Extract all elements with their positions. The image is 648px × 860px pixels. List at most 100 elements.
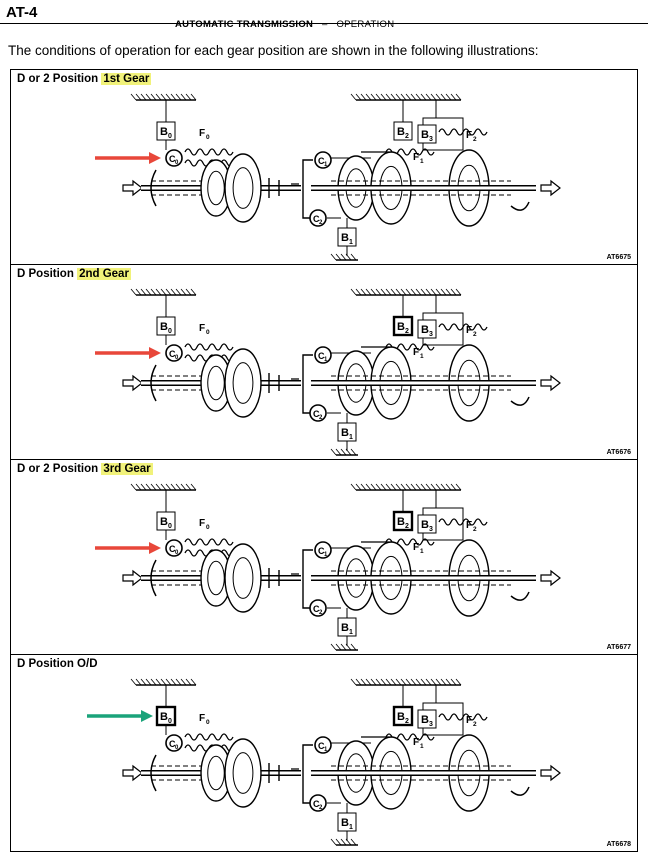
ground-left-hatch — [170, 483, 177, 491]
b2-label: B — [397, 516, 405, 528]
od-planetary-front-inner — [207, 365, 225, 401]
c2-label: C — [313, 214, 320, 224]
ground-right-hatch — [355, 483, 362, 491]
f1-label: F — [413, 347, 419, 358]
ground-right-hatch — [425, 288, 432, 296]
c2-circle — [309, 794, 327, 812]
ground-left-hatch — [160, 288, 167, 296]
ground-right-hatch — [430, 678, 437, 686]
ground-left-hatch — [190, 288, 197, 296]
operation-arrow-head — [149, 542, 161, 554]
ground-left-hatch — [155, 678, 162, 686]
f1-label: F — [413, 737, 419, 748]
ground-left-hatch — [130, 678, 137, 686]
f1-sub: 1 — [420, 743, 424, 750]
ground-right-hatch — [410, 483, 417, 491]
od-planetary-rear-inner — [232, 752, 254, 794]
flow-line — [291, 541, 389, 575]
ground-bottom-hatch — [340, 253, 347, 261]
ground-right-hatch — [430, 483, 437, 491]
b3-sub: 3 — [429, 721, 433, 728]
ground-left-hatch — [185, 678, 192, 686]
ground-left-hatch — [140, 483, 147, 491]
ground-left-hatch — [160, 93, 167, 101]
ground-right-hatch — [455, 678, 462, 686]
c2-sub: 2 — [319, 805, 323, 811]
od-planetary-rear — [224, 153, 262, 223]
rotation-arrow — [510, 201, 530, 211]
c0-label: C — [169, 349, 176, 359]
ground-right-hatch — [405, 93, 412, 101]
ground-right-hatch — [425, 483, 432, 491]
od-planetary-rear — [224, 348, 262, 418]
flow-line — [291, 151, 389, 185]
ground-right-hatch — [440, 93, 447, 101]
c0-label: C — [169, 544, 176, 554]
c0-circle — [165, 539, 183, 557]
b2-sub: 2 — [405, 523, 409, 530]
b3-sub: 3 — [429, 331, 433, 338]
ground-right-hatch — [405, 678, 412, 686]
od-planetary-rear-inner — [232, 557, 254, 599]
ground-right-hatch — [450, 93, 457, 101]
f2-spring — [438, 713, 488, 721]
c1-label: C — [318, 156, 325, 166]
ground-left-hatch — [165, 93, 172, 101]
f1-label: F — [413, 152, 419, 163]
ground-right-hatch — [410, 678, 417, 686]
ground-right-hatch — [410, 93, 417, 101]
figure-code: AT6678 — [606, 841, 631, 848]
ground-left-hatch — [175, 678, 182, 686]
b0-sub: 0 — [168, 133, 172, 140]
c1-sub: 1 — [324, 747, 328, 753]
ground-left-hatch — [130, 288, 137, 296]
c1-circle — [314, 346, 332, 364]
ground-right-hatch — [365, 483, 372, 491]
output-arrow — [540, 179, 561, 197]
ground-bottom-hatch — [335, 253, 342, 261]
panel-title: D or 2 Position 1st Gear — [17, 73, 152, 85]
od-planetary-front-inner — [207, 170, 225, 206]
ground-right-hatch — [380, 678, 387, 686]
ground-right-hatch — [375, 483, 382, 491]
ground-right-hatch — [400, 678, 407, 686]
figure-code: AT6677 — [606, 644, 631, 651]
c0-label: C — [169, 154, 176, 164]
panel-title: D Position O/D — [17, 658, 98, 670]
ground-right-hatch — [360, 678, 367, 686]
c2-label: C — [313, 604, 320, 614]
b0-sub: 0 — [168, 718, 172, 725]
ground-left-hatch — [185, 483, 192, 491]
c0-sub: 0 — [175, 550, 179, 556]
ground-left-hatch — [135, 678, 142, 686]
b3-sub: 3 — [429, 136, 433, 143]
figure-code: AT6675 — [606, 254, 631, 261]
b0-label: B — [160, 711, 168, 723]
f0-sub: 0 — [206, 134, 210, 141]
ground-right-hatch — [455, 483, 462, 491]
subsection-title: OPERATION — [336, 19, 395, 30]
ground-right-hatch — [385, 483, 392, 491]
f0-sub: 0 — [206, 524, 210, 531]
c0-circle — [165, 734, 183, 752]
ground-bottom-hatch — [340, 643, 347, 651]
ground-right-hatch — [425, 678, 432, 686]
c2-sub: 2 — [319, 415, 323, 421]
ground-left-hatch — [130, 483, 137, 491]
ground-bottom-hatch — [330, 643, 337, 651]
od-planetary-front-inner — [207, 755, 225, 791]
b1-sub: 1 — [349, 824, 353, 831]
page-number: AT-4 — [6, 4, 38, 21]
running-header: AUTOMATIC TRANSMISSION – OPERATION — [175, 19, 394, 30]
f2-sub: 2 — [473, 526, 477, 533]
ground-bottom-hatch — [330, 448, 337, 456]
od-planetary-rear — [224, 738, 262, 808]
od-planetary-rear — [224, 543, 262, 613]
c1-sub: 1 — [324, 552, 328, 558]
ground-right-hatch — [360, 483, 367, 491]
ground-right-hatch — [370, 483, 377, 491]
b2-box — [392, 315, 414, 337]
ground-left-hatch — [150, 288, 157, 296]
